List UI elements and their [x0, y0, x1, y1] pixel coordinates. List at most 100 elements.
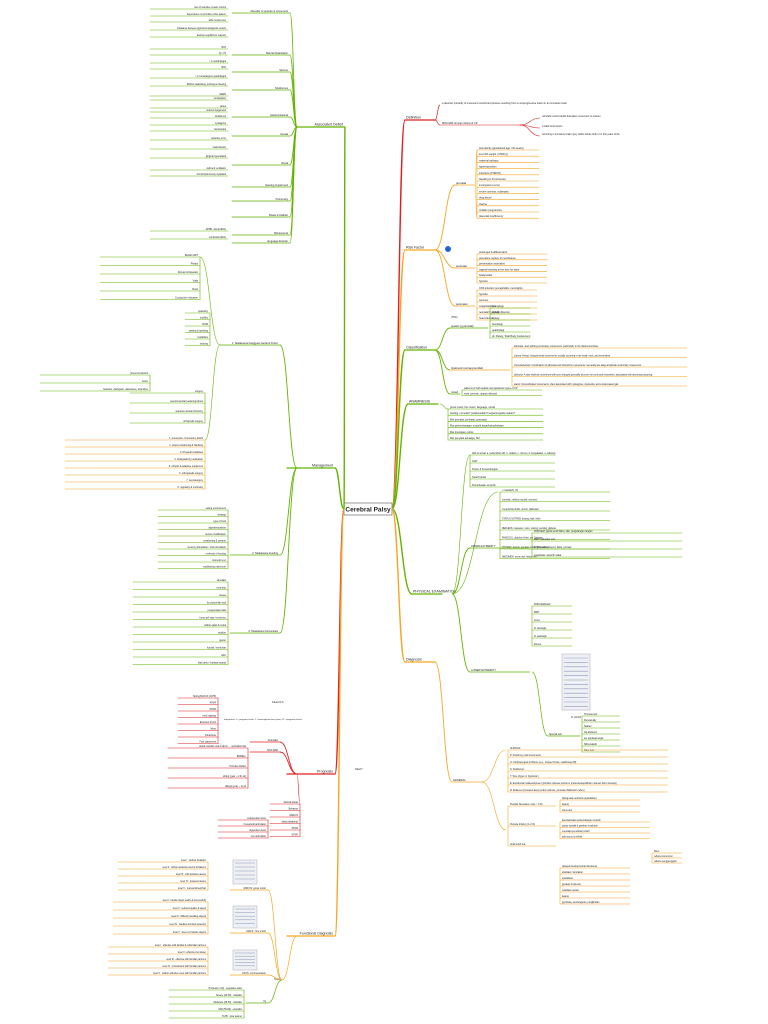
deficit-detail-difficult-swallowing-sucking-chewing: difficult swallowing, sucking & chewing — [187, 83, 227, 86]
deficit-detail-refractive-error: refractive error — [211, 137, 226, 140]
branch-connector — [279, 467, 298, 634]
leaf-bunyi-pel-kata-sentence: bunyi pel kata / sentence — [200, 617, 227, 620]
leaf-athetosis-slow-writhing-involuntary-move: athetosis: slow writhing involuntary mov… — [514, 345, 599, 348]
leaf-head-trauma: head trauma — [479, 317, 494, 320]
deficit-detail-strabismus: strabismus — [215, 115, 227, 118]
leaf-baclofen-diazepam-dantrolene-tizanidine: baclofen, diazepam, dantrolene, tizanidi… — [103, 388, 148, 391]
branch-connector — [434, 661, 453, 783]
leaf-conductive-education: Conductive education — [175, 297, 199, 300]
leaf-refleks-tonus-leher: refleks tonus leher — [654, 855, 673, 858]
leaf-phelps: Phelps — [191, 263, 199, 266]
leaf-atnr: ATNR — [210, 702, 217, 705]
leaf-dx-rarely-total-body-involvement: dx: Rarely, Total Body Involvement — [492, 335, 531, 338]
leaf-level-v-does-not-handle-objects: level V : does not handle objects — [173, 931, 207, 934]
branch-connector — [289, 116, 298, 128]
leaf-hip-abductor: hip abductor — [584, 731, 597, 734]
leaf-abad-disabled: abad (disabled) — [282, 821, 299, 824]
deficit-detail-bronchopulmonary-dysplasia: bronchopulmonary dysplasia — [197, 173, 227, 176]
branch-label-classification: Classification — [406, 346, 427, 350]
leaf-methods-of-feeding: methods of feeding — [206, 553, 227, 556]
leaf-hyperthyroidism: hyperthyroidism — [479, 166, 497, 169]
leaf-thorax-bentuk-gerakan-nafas-jenis-nafas: THORAX: bentuk, gerakan nafas, jenis naf… — [502, 546, 549, 549]
info-icon[interactable] — [445, 246, 451, 252]
tools-label: Tools — [274, 978, 281, 981]
deficit-disorder-of-posture-movement: Disorder of posture & movement — [251, 9, 289, 13]
leaf-menelan-refleks-muntah-menetes: menelan, refleks muntah, menetes — [502, 499, 538, 502]
leaf-diplegi-atau-asimetris-spastisitas: diplegi atau asimetris (spastisitas) — [562, 797, 597, 800]
leaf-auditori: auditori — [218, 632, 226, 635]
branch-connector — [451, 593, 471, 673]
branch-management — [334, 467, 345, 510]
branch-connector — [434, 349, 451, 395]
leaf-o-oropharyngeal-problems-e-g-tongue-thru: O: Oropharyngeal problems (e.g., tongue … — [510, 761, 576, 764]
leaf-stnr: STNR — [209, 708, 216, 711]
management-t2-label: 2. Tatalaksana Feeding — [252, 552, 278, 555]
deficit-strabismus: Strabismus — [275, 86, 289, 90]
postnatal-label: postnatal — [456, 302, 468, 306]
management-t1-label: 1. Tatalaksana Gangguan Gerak & Postur — [232, 342, 278, 345]
leaf-feeding-menelan-pola-kesulitan-tergantun: feeding: menelan? pola/kesulitan? tergan… — [450, 412, 516, 415]
branch-connector — [434, 349, 451, 371]
leaf-chorea-abrupt-irregular-jerky-movements-: chorea: Abrupt, irregular jerky movement… — [514, 355, 611, 358]
leaf-severe-toxemia-eclampsia: severe toxemia, eclampsia — [479, 190, 509, 193]
leaf-1-prevention-of-tenotomy-deficit: 1. prevention of tenotomy deficit — [169, 437, 203, 440]
leaf-riw-perkembangan-motorik-kasar-halus-bah: Riw perkembangan: motorik kasar/halus/ba… — [450, 425, 504, 428]
ambulation-notes: Interpretasi: 0 - prognosis baik; 1 - ke… — [224, 718, 303, 721]
branch-connector — [451, 491, 499, 595]
leaf-5-orthotic-adaptive-equipment: 5. orthotic & adaptive equipment — [169, 465, 204, 468]
leaf-texture-modification: texture modification — [205, 533, 226, 536]
leaf-gmfcs: GMFCS — [289, 814, 298, 817]
branch-anamnesis — [391, 403, 409, 510]
upper-extremity-label: UPPER EXTREMITY — [471, 544, 496, 548]
deficit-detail-50: 50% — [221, 47, 226, 49]
branch-connector — [267, 974, 283, 981]
deficit-detail-deficient-ventilation: deficient ventilation — [206, 167, 226, 170]
leaf-non-ambulator: non ambulator — [251, 835, 266, 838]
deficit-visual: Visual — [281, 161, 288, 165]
leaf-maternal-epilepsy: maternal epilepsy — [479, 159, 499, 162]
leaf-status-nutrisi-kurang-baik-lebih: STATUS NUTRISI: kurang, baik, lebih — [502, 518, 541, 521]
branch-connector — [267, 979, 283, 1004]
branch-label-prognosis: Prognosis — [317, 770, 333, 774]
branch-connector — [279, 751, 298, 775]
leaf-incompetent-cervix: incompetent cervix — [479, 184, 501, 187]
leaf-phenol-alcohol: phenol & alcohol — [130, 372, 148, 375]
branch-connector — [519, 124, 541, 137]
branch-label-associated-deficit: Associated Deficit — [314, 123, 343, 127]
deficit-detail-abn-muscle-tone: abN muscle tone — [209, 19, 227, 22]
cfcs-label: CFCS: communication — [242, 972, 267, 975]
leaf-mmt-kekuatan-otot: MMT: kekuatan otot — [534, 538, 555, 541]
iq-label: IQ — [263, 1000, 266, 1003]
leaf-primitive-reflex: Primitive Reflex — [229, 765, 246, 768]
leaf-doman-delacato: Doman & Delacato — [178, 271, 199, 274]
leaf-saraf-kranial: Saraf Kranial — [472, 476, 486, 479]
leaf-spastisitas: spastisitas — [562, 877, 574, 880]
deficit-detail-nystagmus: nystagmus — [215, 122, 227, 125]
leaf-prolonged-difficult-labor: prolonged & difficult labor — [479, 251, 507, 254]
leaf-level-ii-reduced-quality-speed: level II : reduced quality & speed — [173, 907, 207, 910]
leaf-bleeding-in-3rd-trimester: bleeding in 3rd trimester — [479, 178, 506, 181]
leaf-riw-imunisasi-nutrisi: Riw imunisasi, nutrisi — [450, 431, 474, 434]
leaf-ober-test: Ober test — [584, 749, 594, 752]
leaf-strategy: strategy — [217, 514, 226, 517]
leaf-4-antispasticity-medication: 4. antispasticity medication — [174, 458, 203, 461]
branch-connector — [289, 89, 298, 128]
leaf-gait: GAIT — [472, 460, 478, 463]
branch-connector — [296, 773, 301, 805]
leaf-menetapnya-refleks-primitif: menetapnya refleks primitif — [562, 830, 590, 833]
deficit-detail-gingival-hyperplasia: gingival hyperplasia — [206, 155, 227, 158]
leaf-tonus: tonus — [534, 619, 541, 622]
mixed-label: mixed — [451, 390, 459, 394]
leaf-ulm-ulm: ULM/ULM — [510, 748, 520, 750]
leaf-diplegi: diplegi — [492, 311, 500, 314]
leaf-dependent-level: dependent level — [249, 829, 266, 832]
branch-connector — [451, 454, 471, 595]
leaf-cns-infection-encephalitis-meningitis: CNS infection (encephalitis, meningitis) — [479, 287, 523, 290]
dyskinetic-label: dyskinetic (extrapyramidal) — [451, 366, 483, 370]
leaf-vaginal-bleeding-at-the-time-for-labor: vaginal bleeding at the time for labor — [479, 268, 519, 271]
branch-label-risk-factor: Risk Factor — [406, 246, 425, 250]
branch-label-physical-exam: PHYSICAL EXAMINATION — [413, 590, 457, 594]
leaf-gestur: gestur — [219, 639, 226, 642]
leaf-menjulurkan-lidah-tremor-fasikulasi: menjulurkan lidah, tremor, fasikulasi — [502, 508, 539, 511]
info-icon-glyph: i — [448, 248, 449, 252]
